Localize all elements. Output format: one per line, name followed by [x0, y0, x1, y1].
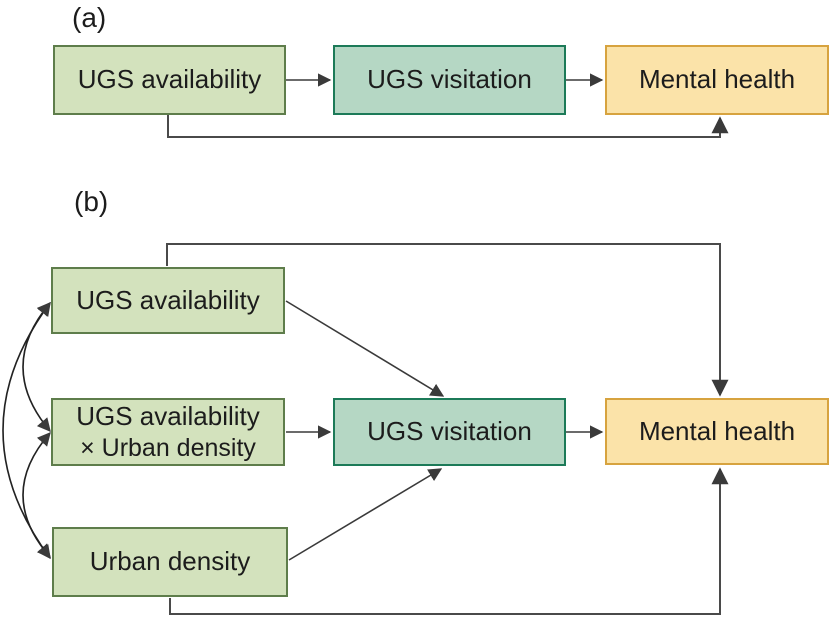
node-b-ugs-visitation: UGS visitation [333, 398, 566, 466]
route-a-availability-to-mentalhealth [167, 115, 729, 138]
covariance-arc-availability-interaction [22, 301, 51, 433]
node-b-urban-density-label: Urban density [89, 546, 251, 577]
covariance-arc-interaction-density [22, 431, 51, 559]
node-a-ugs-visitation: UGS visitation [333, 45, 566, 115]
node-b-interaction-line1: UGS availability [76, 401, 260, 432]
node-b-interaction: UGS availability × Urban density [51, 398, 285, 466]
node-b-mental-health-label: Mental health [638, 415, 796, 446]
node-a-mental-health: Mental health [605, 45, 829, 115]
panel-a-label: (a) [72, 2, 107, 33]
node-b-ugs-availability: UGS availability [51, 267, 285, 334]
node-b-mental-health: Mental health [605, 398, 829, 465]
arrow-b-density-to-visitation [288, 468, 443, 561]
node-b-urban-density: Urban density [52, 527, 288, 597]
node-b-interaction-line2: × Urban density [80, 433, 256, 462]
node-a-ugs-availability: UGS availability [53, 45, 286, 115]
node-b-ugs-availability-label: UGS availability [76, 284, 260, 315]
node-a-ugs-availability-label: UGS availability [77, 64, 262, 95]
node-a-ugs-visitation-label: UGS visitation [367, 64, 532, 95]
node-b-ugs-visitation-label: UGS visitation [367, 416, 532, 447]
arrow-b-availability-to-visitation [285, 300, 445, 397]
panel-b-label: (b) [74, 186, 109, 217]
covariance-arc-availability-density [2, 301, 51, 560]
node-a-mental-health-label: Mental health [638, 64, 796, 95]
